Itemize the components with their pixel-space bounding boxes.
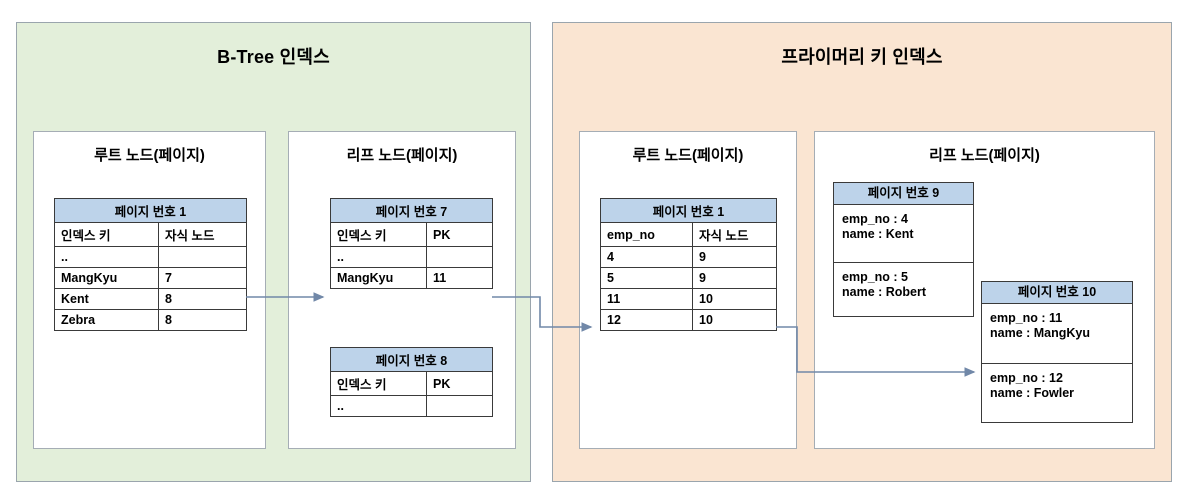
- column-header-child-node: 자식 노드: [692, 222, 777, 247]
- cell-emp-no: 4: [600, 246, 693, 268]
- cell-pk: [426, 246, 493, 268]
- cell-key: ..: [54, 246, 159, 268]
- table-pk-root-page1: 페이지 번호 1 emp_no 자식 노드 4 9 5 9 11 10 12 1…: [600, 198, 777, 331]
- cell-child: 10: [692, 288, 777, 310]
- page-header-cell: 페이지 번호 7: [330, 198, 493, 223]
- table-row-columns: 인덱스 키 PK: [330, 222, 493, 247]
- cell-child: [158, 246, 247, 268]
- table-btree-leaf-page7: 페이지 번호 7 인덱스 키 PK .. MangKyu 11: [330, 198, 493, 289]
- table-row-columns: emp_no 자식 노드: [600, 222, 777, 247]
- cell-key: Zebra: [54, 309, 159, 331]
- table-row: ..: [330, 395, 493, 417]
- cell-pk: [426, 395, 493, 417]
- cell-key: MangKyu: [330, 267, 427, 289]
- table-row-columns: 인덱스 키 자식 노드: [54, 222, 247, 247]
- cell-emp-no: 5: [600, 267, 693, 289]
- cell-pk: 11: [426, 267, 493, 289]
- cell-child: 8: [158, 288, 247, 310]
- table-row-header: 페이지 번호 1: [600, 198, 777, 223]
- column-header-child-node: 자식 노드: [158, 222, 247, 247]
- node-btree-root-title: 루트 노드(페이지): [94, 147, 205, 164]
- node-pk-leaf-title: 리프 노드(페이지): [929, 147, 1040, 164]
- table-row-header: 페이지 번호 7: [330, 198, 493, 223]
- cell-key: MangKyu: [54, 267, 159, 289]
- cell-key: ..: [330, 246, 427, 268]
- cell-key: Kent: [54, 288, 159, 310]
- cell-emp-no: 12: [600, 309, 693, 331]
- node-btree-leaf-title: 리프 노드(페이지): [346, 147, 458, 164]
- cell-child: 7: [158, 267, 247, 289]
- column-header-emp-no: emp_no: [600, 222, 693, 247]
- page-header-cell: 페이지 번호 9: [834, 183, 973, 205]
- table-btree-leaf-page8: 페이지 번호 8 인덱스 키 PK ..: [330, 347, 493, 417]
- table-row: Zebra 8: [54, 309, 247, 331]
- cell-key: ..: [330, 395, 427, 417]
- page-header-cell: 페이지 번호 1: [54, 198, 247, 223]
- table-row-header: 페이지 번호 1: [54, 198, 247, 223]
- column-header-index-key: 인덱스 키: [330, 222, 427, 247]
- table-row: ..: [54, 246, 247, 268]
- page-header-cell: 페이지 번호 8: [330, 347, 493, 372]
- table-row: ..: [330, 246, 493, 268]
- cell-child: 9: [692, 267, 777, 289]
- cell-child: 8: [158, 309, 247, 331]
- column-header-pk: PK: [426, 222, 493, 247]
- table-row-header: 페이지 번호 8: [330, 347, 493, 372]
- panel-primary-key-title: 프라이머리 키 인덱스: [781, 47, 943, 67]
- column-header-index-key: 인덱스 키: [330, 371, 427, 396]
- cell-child: 9: [692, 246, 777, 268]
- table-row: MangKyu 11: [330, 267, 493, 289]
- table-row-columns: 인덱스 키 PK: [330, 371, 493, 396]
- node-pk-root-title: 루트 노드(페이지): [632, 147, 744, 164]
- column-header-index-key: 인덱스 키: [54, 222, 159, 247]
- table-row: 4 9: [600, 246, 777, 268]
- table-btree-root-page1: 페이지 번호 1 인덱스 키 자식 노드 .. MangKyu 7 Kent 8…: [54, 198, 247, 331]
- table-row: MangKyu 7: [54, 267, 247, 289]
- table-row: 11 10: [600, 288, 777, 310]
- page-header-cell: 페이지 번호 1: [600, 198, 777, 223]
- cell-emp-no: 11: [600, 288, 693, 310]
- cell-child: 10: [692, 309, 777, 331]
- table-row: 5 9: [600, 267, 777, 289]
- table-row: 12 10: [600, 309, 777, 331]
- page-header-cell: 페이지 번호 10: [982, 282, 1132, 304]
- panel-btree-title: B-Tree 인덱스: [217, 47, 330, 67]
- table-row: Kent 8: [54, 288, 247, 310]
- column-header-pk: PK: [426, 371, 493, 396]
